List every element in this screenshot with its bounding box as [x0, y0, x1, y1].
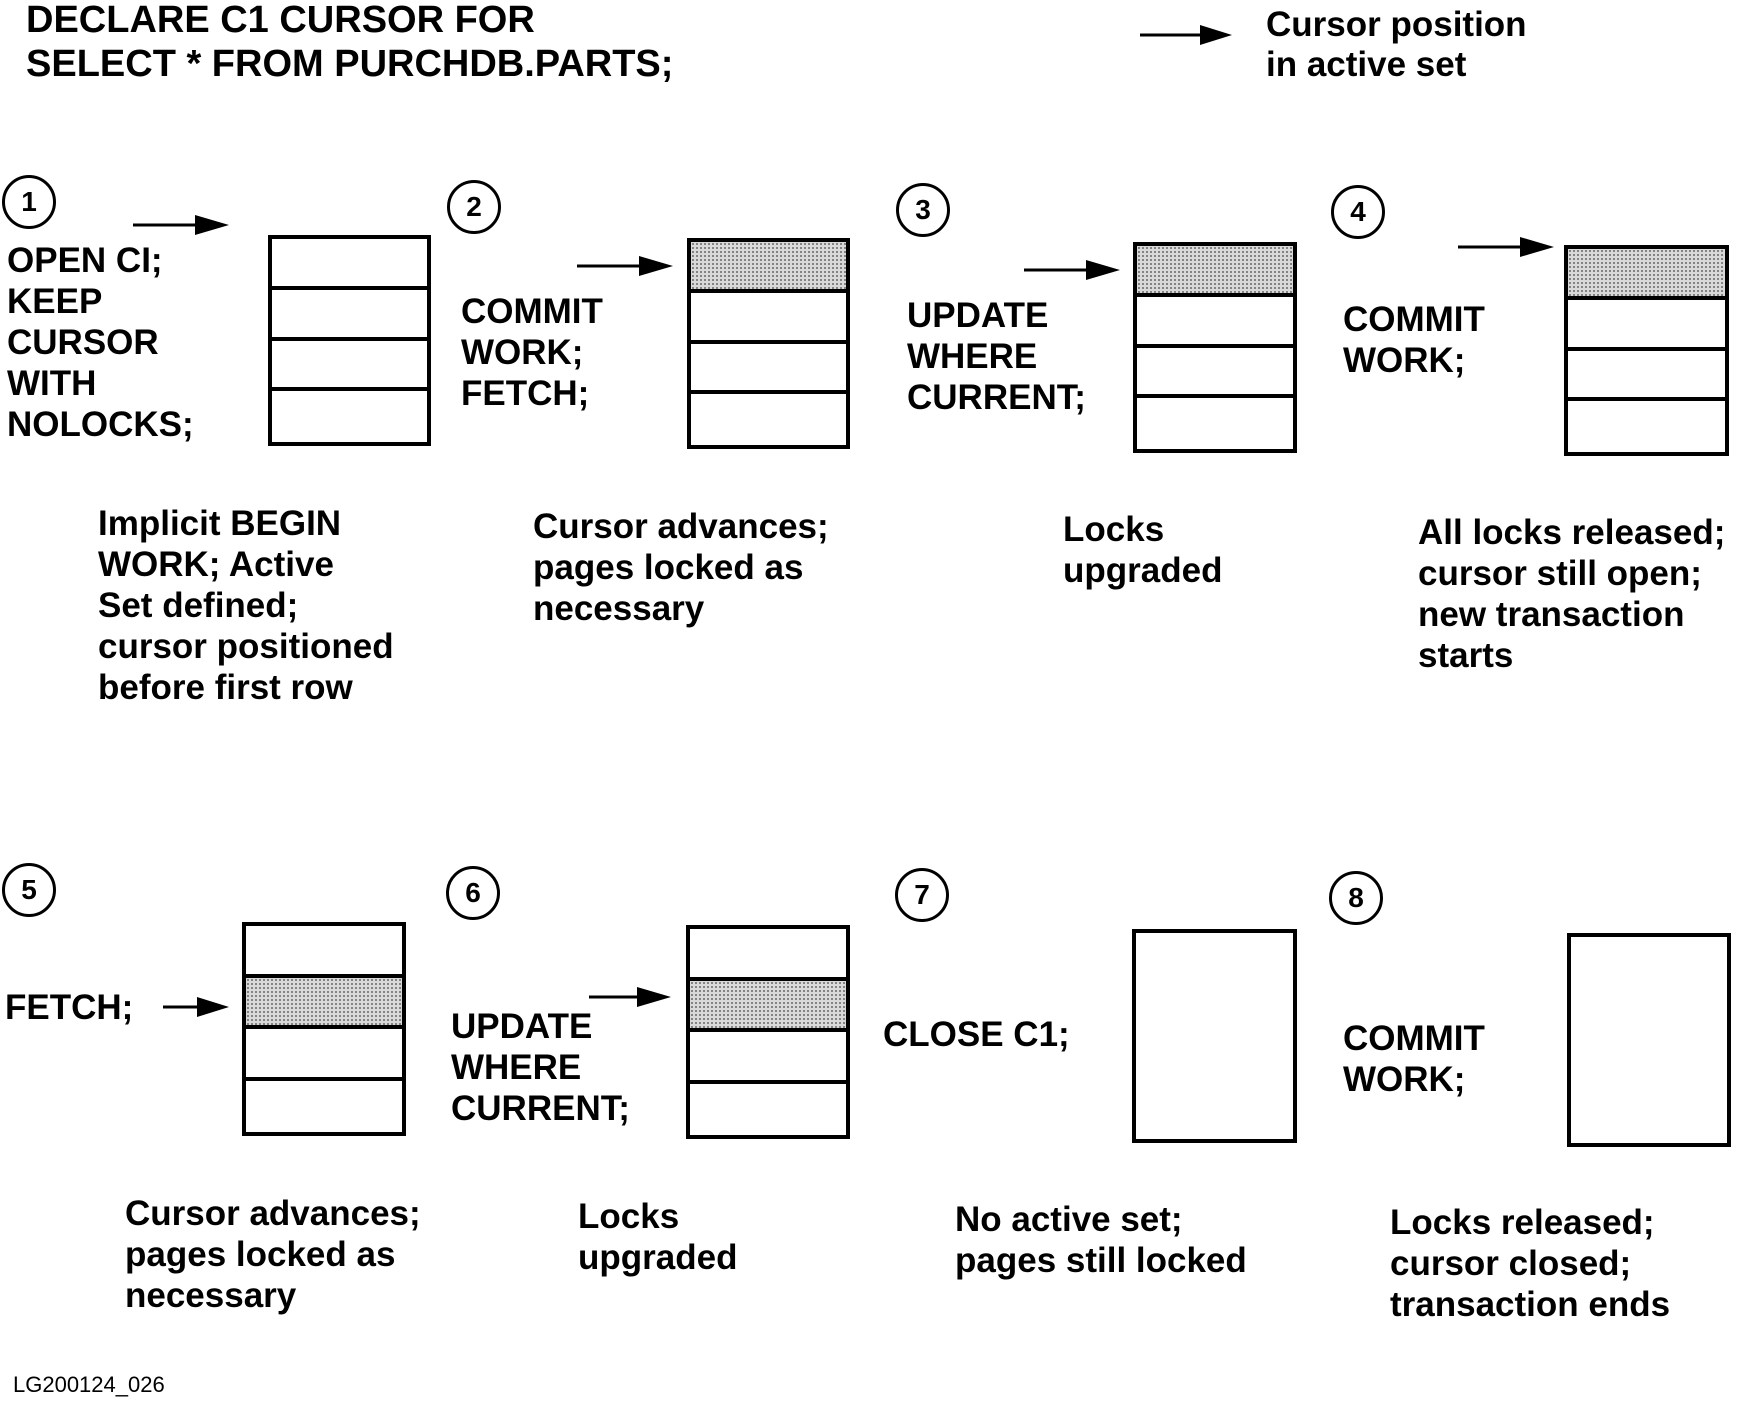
step-1-description-line: Set defined;	[98, 586, 299, 625]
step-1-description-line: Implicit BEGIN	[98, 504, 342, 543]
step-2-statement-line: WORK;	[461, 333, 584, 372]
step-4-description-line: new transaction	[1418, 595, 1685, 634]
step-8-description-line: Locks released;	[1390, 1203, 1655, 1242]
title-line-1: DECLARE C1 CURSOR FOR	[26, 0, 535, 41]
step-2-description-line: Cursor advances;	[533, 507, 829, 546]
table-row	[690, 929, 846, 981]
step-4-description-line: cursor still open;	[1418, 554, 1702, 593]
step-6-description-line: upgraded	[578, 1238, 738, 1277]
step-6-cursor-arrow-icon	[589, 987, 671, 1007]
step-4-statement-line: COMMIT	[1343, 300, 1485, 339]
step-2-statement-line: FETCH;	[461, 374, 590, 413]
step-2-number-badge: 2	[447, 180, 501, 234]
step-8-active-set-table	[1567, 933, 1731, 1147]
step-6-description-line: Locks	[578, 1197, 680, 1236]
legend-line-1: Cursor position	[1266, 5, 1527, 44]
current-row	[1568, 249, 1725, 300]
step-7-statement-line: CLOSE C1;	[883, 1015, 1070, 1054]
table-row	[1568, 300, 1725, 351]
step-1-number-badge: 1	[2, 175, 56, 229]
step-2-statement-line: COMMIT	[461, 292, 603, 331]
arrow-right-icon	[1140, 25, 1232, 45]
table-row	[1568, 351, 1725, 402]
step-2-description-line: pages locked as	[533, 548, 804, 587]
step-4-number-badge: 4	[1331, 185, 1385, 239]
table-row	[272, 341, 427, 392]
step-5-number-badge: 5	[2, 863, 56, 917]
table-row	[690, 1084, 846, 1136]
step-6-statement-line: CURRENT;	[451, 1089, 630, 1128]
step-3-statement-line: CURRENT;	[907, 378, 1086, 417]
figure-id-label: LG200124_026	[13, 1372, 165, 1397]
step-3-number-badge: 3	[896, 183, 950, 237]
step-6-statement-line: WHERE	[451, 1048, 582, 1087]
step-1-active-set-table	[268, 235, 431, 446]
current-row	[690, 980, 846, 1032]
step-6-number-badge: 6	[446, 866, 500, 920]
step-6-active-set-table	[686, 925, 850, 1139]
table-row	[691, 293, 846, 344]
table-row	[1137, 348, 1293, 399]
current-row	[691, 242, 846, 293]
step-5-description-line: pages locked as	[125, 1235, 396, 1274]
table-row	[272, 290, 427, 341]
step-5-cursor-arrow-icon	[163, 997, 229, 1017]
table-row	[1137, 398, 1293, 449]
step-4-statement-line: WORK;	[1343, 341, 1466, 380]
table-row	[1137, 297, 1293, 348]
step-2-cursor-arrow-icon	[577, 256, 673, 276]
step-5-description-line: necessary	[125, 1276, 297, 1315]
step-5-description-line: Cursor advances;	[125, 1194, 421, 1233]
step-4-description-line: All locks released;	[1418, 513, 1726, 552]
step-8-description-line: transaction ends	[1390, 1285, 1671, 1324]
step-1-statement-line: CURSOR	[7, 323, 159, 362]
table-row	[690, 1032, 846, 1084]
step-1-description-line: cursor positioned	[98, 627, 394, 666]
step-1-statement-line: KEEP	[7, 282, 103, 321]
step-1-statement-line: WITH	[7, 364, 97, 403]
table-row	[691, 394, 846, 445]
step-2-active-set-table	[687, 238, 850, 449]
step-3-cursor-arrow-icon	[1024, 260, 1120, 280]
step-4-cursor-arrow-icon	[1458, 237, 1554, 257]
step-4-active-set-table	[1564, 245, 1729, 456]
step-6-statement-line: UPDATE	[451, 1007, 593, 1046]
step-8-description-line: cursor closed;	[1390, 1244, 1632, 1283]
step-1-description-line: before first row	[98, 668, 353, 707]
table-row	[246, 1081, 402, 1133]
step-8-statement-line: WORK;	[1343, 1060, 1466, 1099]
step-5-active-set-table	[242, 922, 406, 1136]
step-1-cursor-arrow-icon	[133, 215, 229, 235]
step-4-description-line: starts	[1418, 636, 1514, 675]
step-8-statement-line: COMMIT	[1343, 1019, 1485, 1058]
current-row	[246, 977, 402, 1029]
title-line-2: SELECT * FROM PURCHDB.PARTS;	[26, 43, 674, 85]
step-7-number-badge: 7	[895, 868, 949, 922]
step-8-number-badge: 8	[1329, 871, 1383, 925]
step-1-statement-line: OPEN CI;	[7, 241, 163, 280]
table-row	[272, 391, 427, 442]
step-5-statement-line: FETCH;	[5, 988, 134, 1027]
step-3-description-line: upgraded	[1063, 551, 1223, 590]
table-row	[272, 239, 427, 290]
table-row	[246, 1029, 402, 1081]
step-1-description-line: WORK; Active	[98, 545, 334, 584]
step-3-statement-line: WHERE	[907, 337, 1038, 376]
step-7-description-line: No active set;	[955, 1200, 1183, 1239]
step-3-active-set-table	[1133, 242, 1297, 453]
step-1-statement-line: NOLOCKS;	[7, 405, 194, 444]
current-row	[1137, 246, 1293, 297]
table-row	[691, 344, 846, 395]
step-7-active-set-table	[1132, 929, 1297, 1143]
step-7-description-line: pages still locked	[955, 1241, 1247, 1280]
legend-line-2: in active set	[1266, 45, 1467, 84]
step-2-description-line: necessary	[533, 589, 705, 628]
table-row	[246, 926, 402, 978]
table-row	[1568, 401, 1725, 452]
step-3-description-line: Locks	[1063, 510, 1165, 549]
step-3-statement-line: UPDATE	[907, 296, 1049, 335]
